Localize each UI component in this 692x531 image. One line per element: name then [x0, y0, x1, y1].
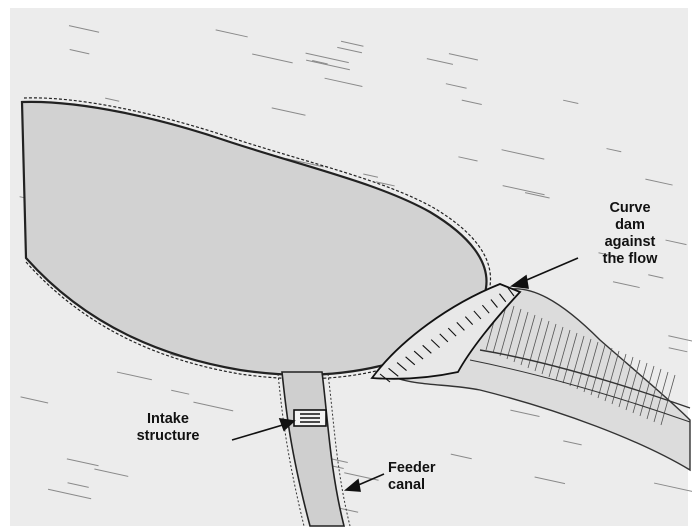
- dam-label-line-3: against: [582, 234, 678, 251]
- intake-label: Intake structure: [120, 411, 216, 445]
- canal-label: Feeder canal: [388, 460, 436, 494]
- intake-label-line-1: Intake: [120, 411, 216, 428]
- canal-label-line-1: Feeder: [388, 460, 436, 477]
- intake-label-line-2: structure: [120, 428, 216, 445]
- dam-label: Curve dam against the flow: [582, 200, 678, 268]
- dam-label-line-2: dam: [582, 217, 678, 234]
- dam-label-line-1: Curve: [582, 200, 678, 217]
- intake-structure: [294, 410, 326, 426]
- dam-label-line-4: the flow: [582, 251, 678, 268]
- canal-label-line-2: canal: [388, 477, 436, 494]
